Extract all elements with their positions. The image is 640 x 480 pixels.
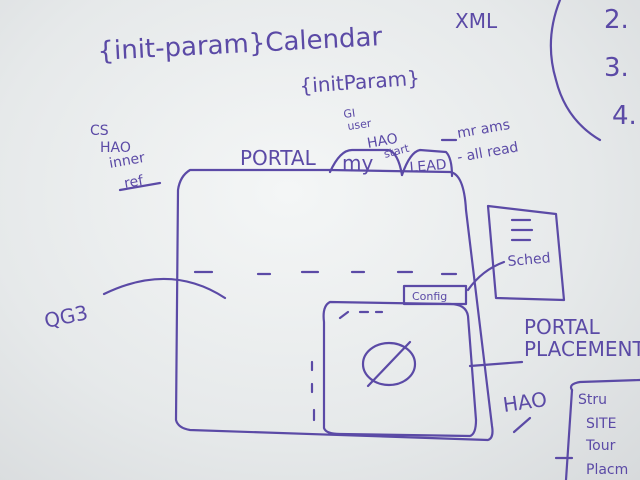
right-note-mr-ams: mr ams bbox=[456, 117, 511, 142]
far-right-number-2: 2. bbox=[604, 5, 629, 35]
left-note-hao: HAO bbox=[100, 140, 131, 156]
empty-set-symbol bbox=[361, 341, 417, 387]
tab-note-user: user bbox=[347, 117, 373, 133]
my-tab-outline bbox=[328, 148, 404, 177]
xml-label: XML bbox=[455, 9, 498, 33]
portal-window bbox=[174, 168, 494, 442]
config-label: Config bbox=[412, 290, 447, 303]
hao-pointer bbox=[512, 416, 532, 434]
portal-divider bbox=[193, 270, 458, 276]
placement-pointer bbox=[468, 360, 524, 368]
far-right-number-4: 4. bbox=[612, 101, 637, 131]
ref-underline bbox=[118, 181, 162, 192]
far-right-bracket bbox=[549, 0, 602, 142]
portal-placement-box bbox=[322, 300, 478, 438]
portal-label: PORTAL bbox=[240, 146, 317, 170]
portal-placement-label-2: PLACEMENT bbox=[524, 337, 640, 361]
tab-note-hao: HAO bbox=[366, 131, 399, 152]
left-note-inner: inner bbox=[108, 150, 146, 172]
right-note-all-read: - all read bbox=[456, 139, 520, 165]
qg3-arc bbox=[102, 277, 227, 300]
right-box-item-2: SITE bbox=[586, 416, 616, 432]
right-box-item-3: Tour bbox=[585, 438, 616, 454]
left-note-cs: CS bbox=[90, 123, 109, 139]
hao-label: HAO bbox=[501, 387, 548, 417]
lead-tab-outline bbox=[400, 148, 454, 178]
right-box-side bbox=[564, 388, 574, 480]
config-box bbox=[402, 284, 468, 306]
portal-placement-label-1: PORTAL bbox=[524, 315, 601, 339]
right-box-item-1: Stru bbox=[578, 392, 607, 408]
qg3-label: QG3 bbox=[42, 300, 90, 333]
init-param-label: {initParam} bbox=[299, 66, 421, 98]
sched-connector bbox=[466, 260, 506, 292]
lead-tab-label: LEAD bbox=[409, 157, 447, 176]
tab-note-gi: GI bbox=[343, 106, 356, 121]
calendar-title: {init-param}Calendar bbox=[97, 22, 383, 67]
sched-label: Sched bbox=[507, 250, 551, 270]
placement-dashes-top bbox=[338, 310, 384, 320]
placement-dashes-left bbox=[310, 360, 316, 422]
empty-set-slash bbox=[366, 340, 412, 388]
right-box-item-4: Placm bbox=[586, 462, 628, 478]
right-box-top bbox=[569, 378, 640, 392]
far-right-number-3: 3. bbox=[604, 53, 629, 83]
